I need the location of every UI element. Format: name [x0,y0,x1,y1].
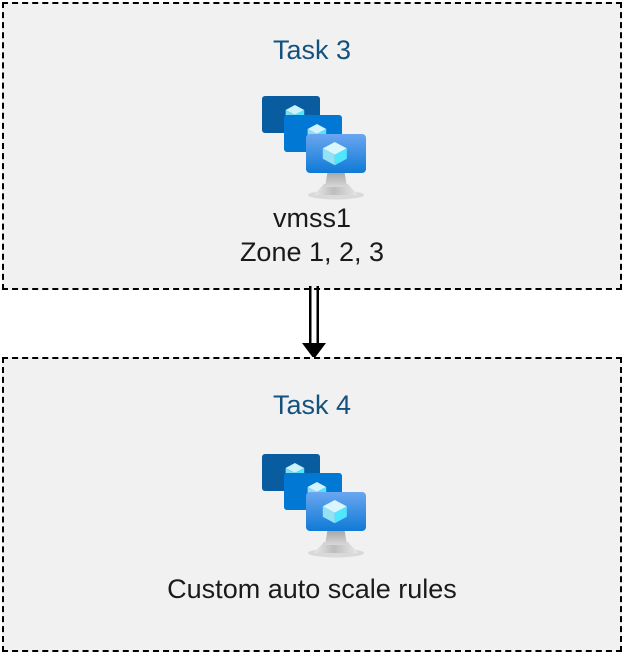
vmss-scale-set-icon [258,92,378,200]
caption-line-vmss-name: vmss1 [272,203,351,233]
vmss-scale-set-icon [258,450,378,558]
task-4-group-box: Task 4 [2,357,622,652]
task-4-caption: Custom auto scale rules [4,572,620,606]
double-line-arrow-icon [296,286,332,360]
caption-line-autoscale-rules: Custom auto scale rules [167,574,457,604]
task-3-title: Task 3 [272,35,352,65]
task-3-group-box: Task 3 [2,2,622,290]
task-3-caption: vmss1 Zone 1, 2, 3 [4,201,620,269]
task-4-title: Task 4 [272,390,352,420]
caption-line-zones: Zone 1, 2, 3 [239,237,385,267]
